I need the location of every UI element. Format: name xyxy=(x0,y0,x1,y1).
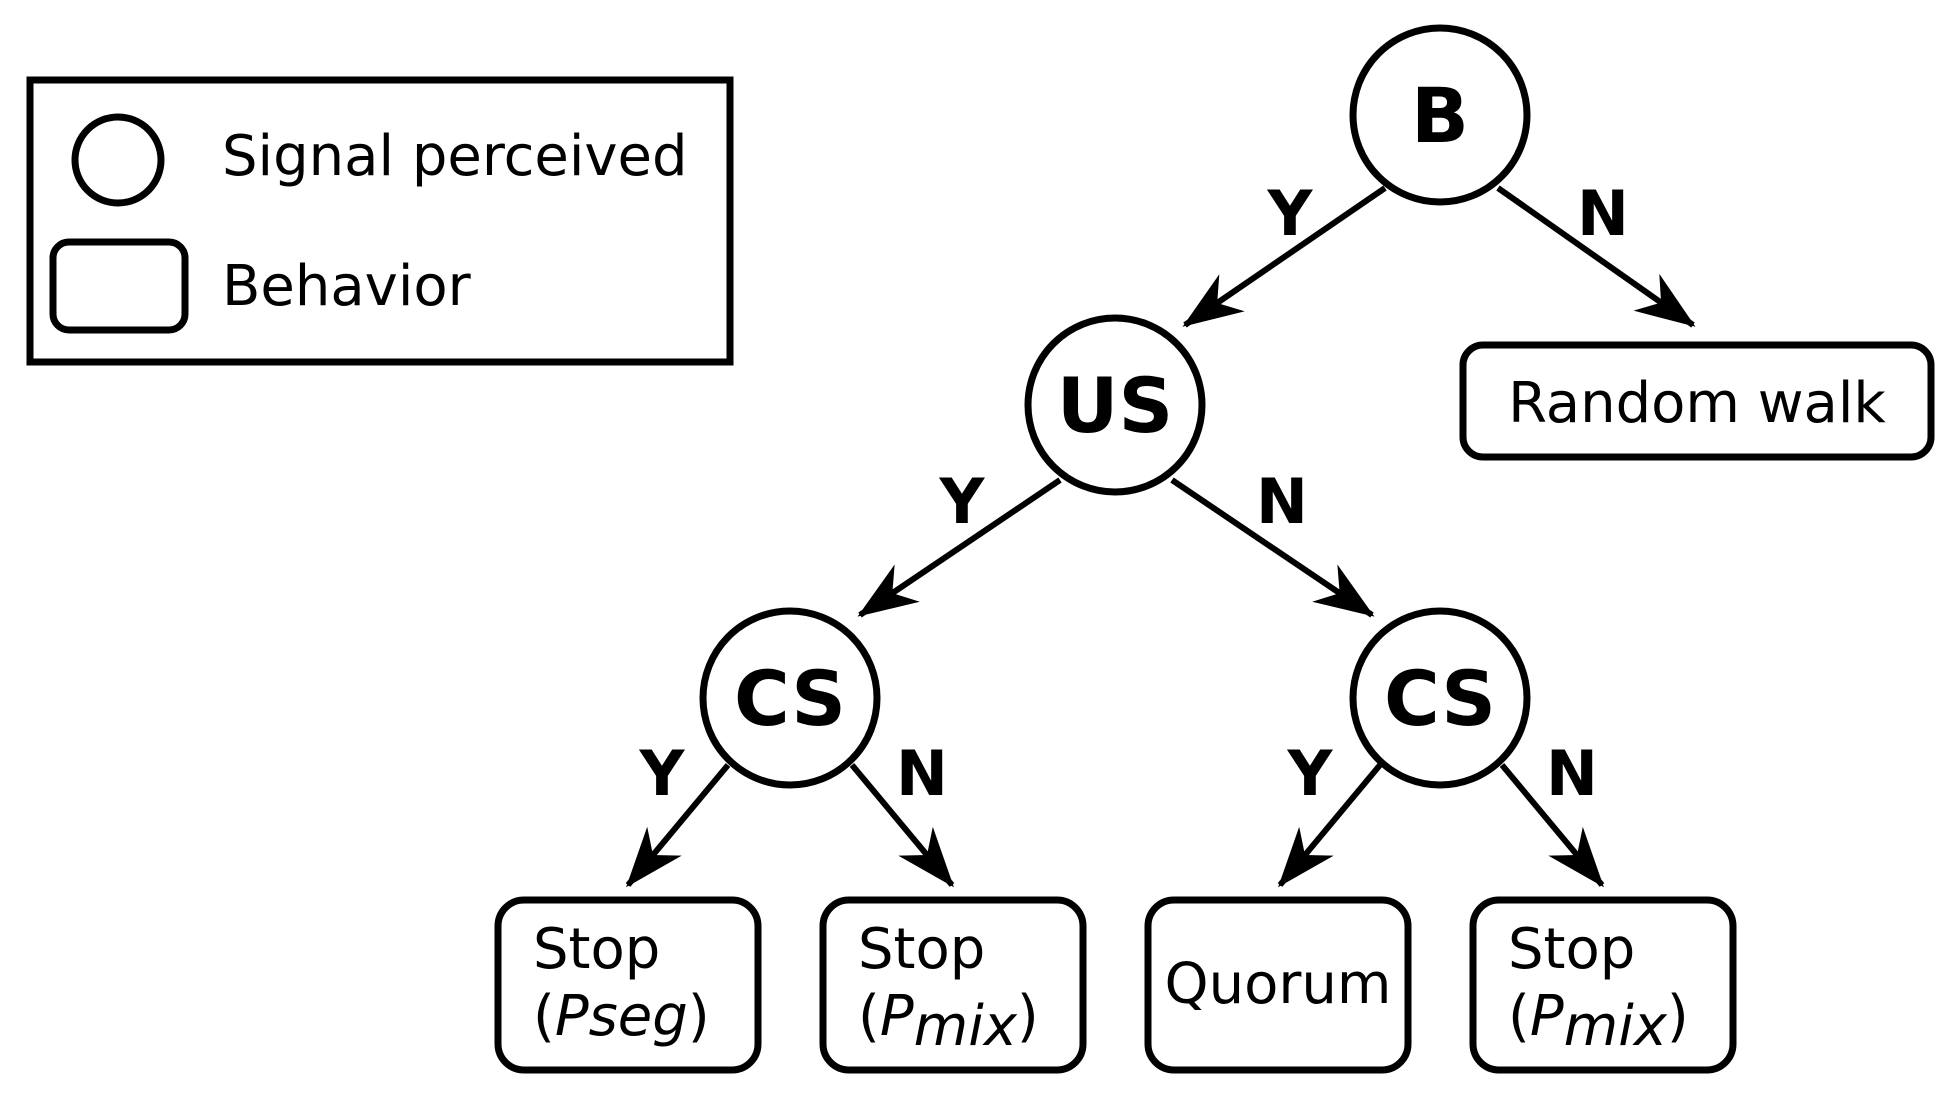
leaf-quorum-box xyxy=(1144,896,1412,1074)
leaf-random-walk-box xyxy=(1459,341,1935,461)
node-us-label: US xyxy=(1057,361,1173,450)
edge-label-b-no: N xyxy=(1577,177,1629,250)
signal-nodes: B US CS CS xyxy=(699,24,1531,789)
node-cs-left-label: CS xyxy=(734,654,846,743)
node-b-circle xyxy=(1349,24,1531,206)
behavior-leaves: Random walk Stop (Pseg) Stop (Pmix) Quor… xyxy=(494,341,1935,1074)
leaf-stop-pmix-2-line1: Stop xyxy=(1508,917,1635,982)
node-b-label: B xyxy=(1411,71,1469,160)
edge-label-b-yes: Y xyxy=(1267,177,1314,250)
edge-label-csleft-yes: Y xyxy=(639,737,686,810)
leaf-stop-pmix-1-sub: mix xyxy=(914,994,1018,1059)
edge-label-us-no: N xyxy=(1256,465,1308,538)
leaf-stop-pmix-1-var: P xyxy=(880,984,914,1049)
leaf-stop-pseg-var: Pseg xyxy=(555,984,688,1049)
edge-label-csright-yes: Y xyxy=(1287,737,1334,810)
edge-csleft-stoppmix xyxy=(849,763,955,888)
edge-labels: Y N Y N Y N Y N xyxy=(639,177,1629,810)
leaf-stop-pmix-1-close: ) xyxy=(1017,984,1039,1049)
legend-box-icon xyxy=(49,238,189,334)
leaf-stop-pseg-box xyxy=(494,896,762,1074)
leaf-stop-pseg-line1: Stop xyxy=(533,917,660,982)
edge-csleft-stoppseg xyxy=(625,763,731,888)
leaf-stop-pmix-1-line1: Stop xyxy=(858,917,985,982)
leaf-stop-pmix-2-sub: mix xyxy=(1564,994,1668,1059)
leaf-stop-pmix-2-line2: (Pmix) xyxy=(1508,984,1689,1059)
legend-behavior-label: Behavior xyxy=(222,254,472,319)
leaf-stop-pmix-2-var: P xyxy=(1530,984,1564,1049)
edges xyxy=(625,185,1696,888)
leaf-stop-pmix-2-box xyxy=(1469,896,1737,1074)
node-cs-right-label: CS xyxy=(1384,654,1496,743)
leaf-stop-pmix-1-box xyxy=(819,896,1087,1074)
node-cs-left-circle xyxy=(699,607,881,789)
leaf-stop-pseg-open: ( xyxy=(533,984,555,1049)
edge-label-csright-no: N xyxy=(1546,737,1598,810)
edge-b-randomwalk xyxy=(1496,185,1696,328)
leaf-stop-pseg-line2: (Pseg) xyxy=(533,984,710,1049)
leaf-stop-pmix-1-open: ( xyxy=(858,984,880,1049)
edge-b-us xyxy=(1182,185,1387,328)
leaf-stop-pmix-1-line2: (Pmix) xyxy=(858,984,1039,1059)
leaf-stop-pseg-close: ) xyxy=(688,984,710,1049)
legend: Signal perceived Behavior xyxy=(26,76,734,366)
edge-us-csleft xyxy=(857,477,1062,618)
edge-csright-quorum xyxy=(1277,763,1383,888)
node-us-circle xyxy=(1024,314,1206,496)
leaf-random-walk-label: Random walk xyxy=(1508,371,1886,436)
leaf-quorum-label: Quorum xyxy=(1165,952,1392,1017)
legend-circle-icon xyxy=(71,113,165,207)
leaf-stop-pmix-2-close: ) xyxy=(1667,984,1689,1049)
edge-us-csright xyxy=(1170,477,1375,618)
leaf-stop-pmix-2-open: ( xyxy=(1508,984,1530,1049)
legend-signal-label: Signal perceived xyxy=(222,124,688,189)
edge-label-us-yes: Y xyxy=(939,465,986,538)
node-cs-right-circle xyxy=(1349,607,1531,789)
edge-label-csleft-no: N xyxy=(896,737,948,810)
edge-csright-stoppmix xyxy=(1499,763,1605,888)
